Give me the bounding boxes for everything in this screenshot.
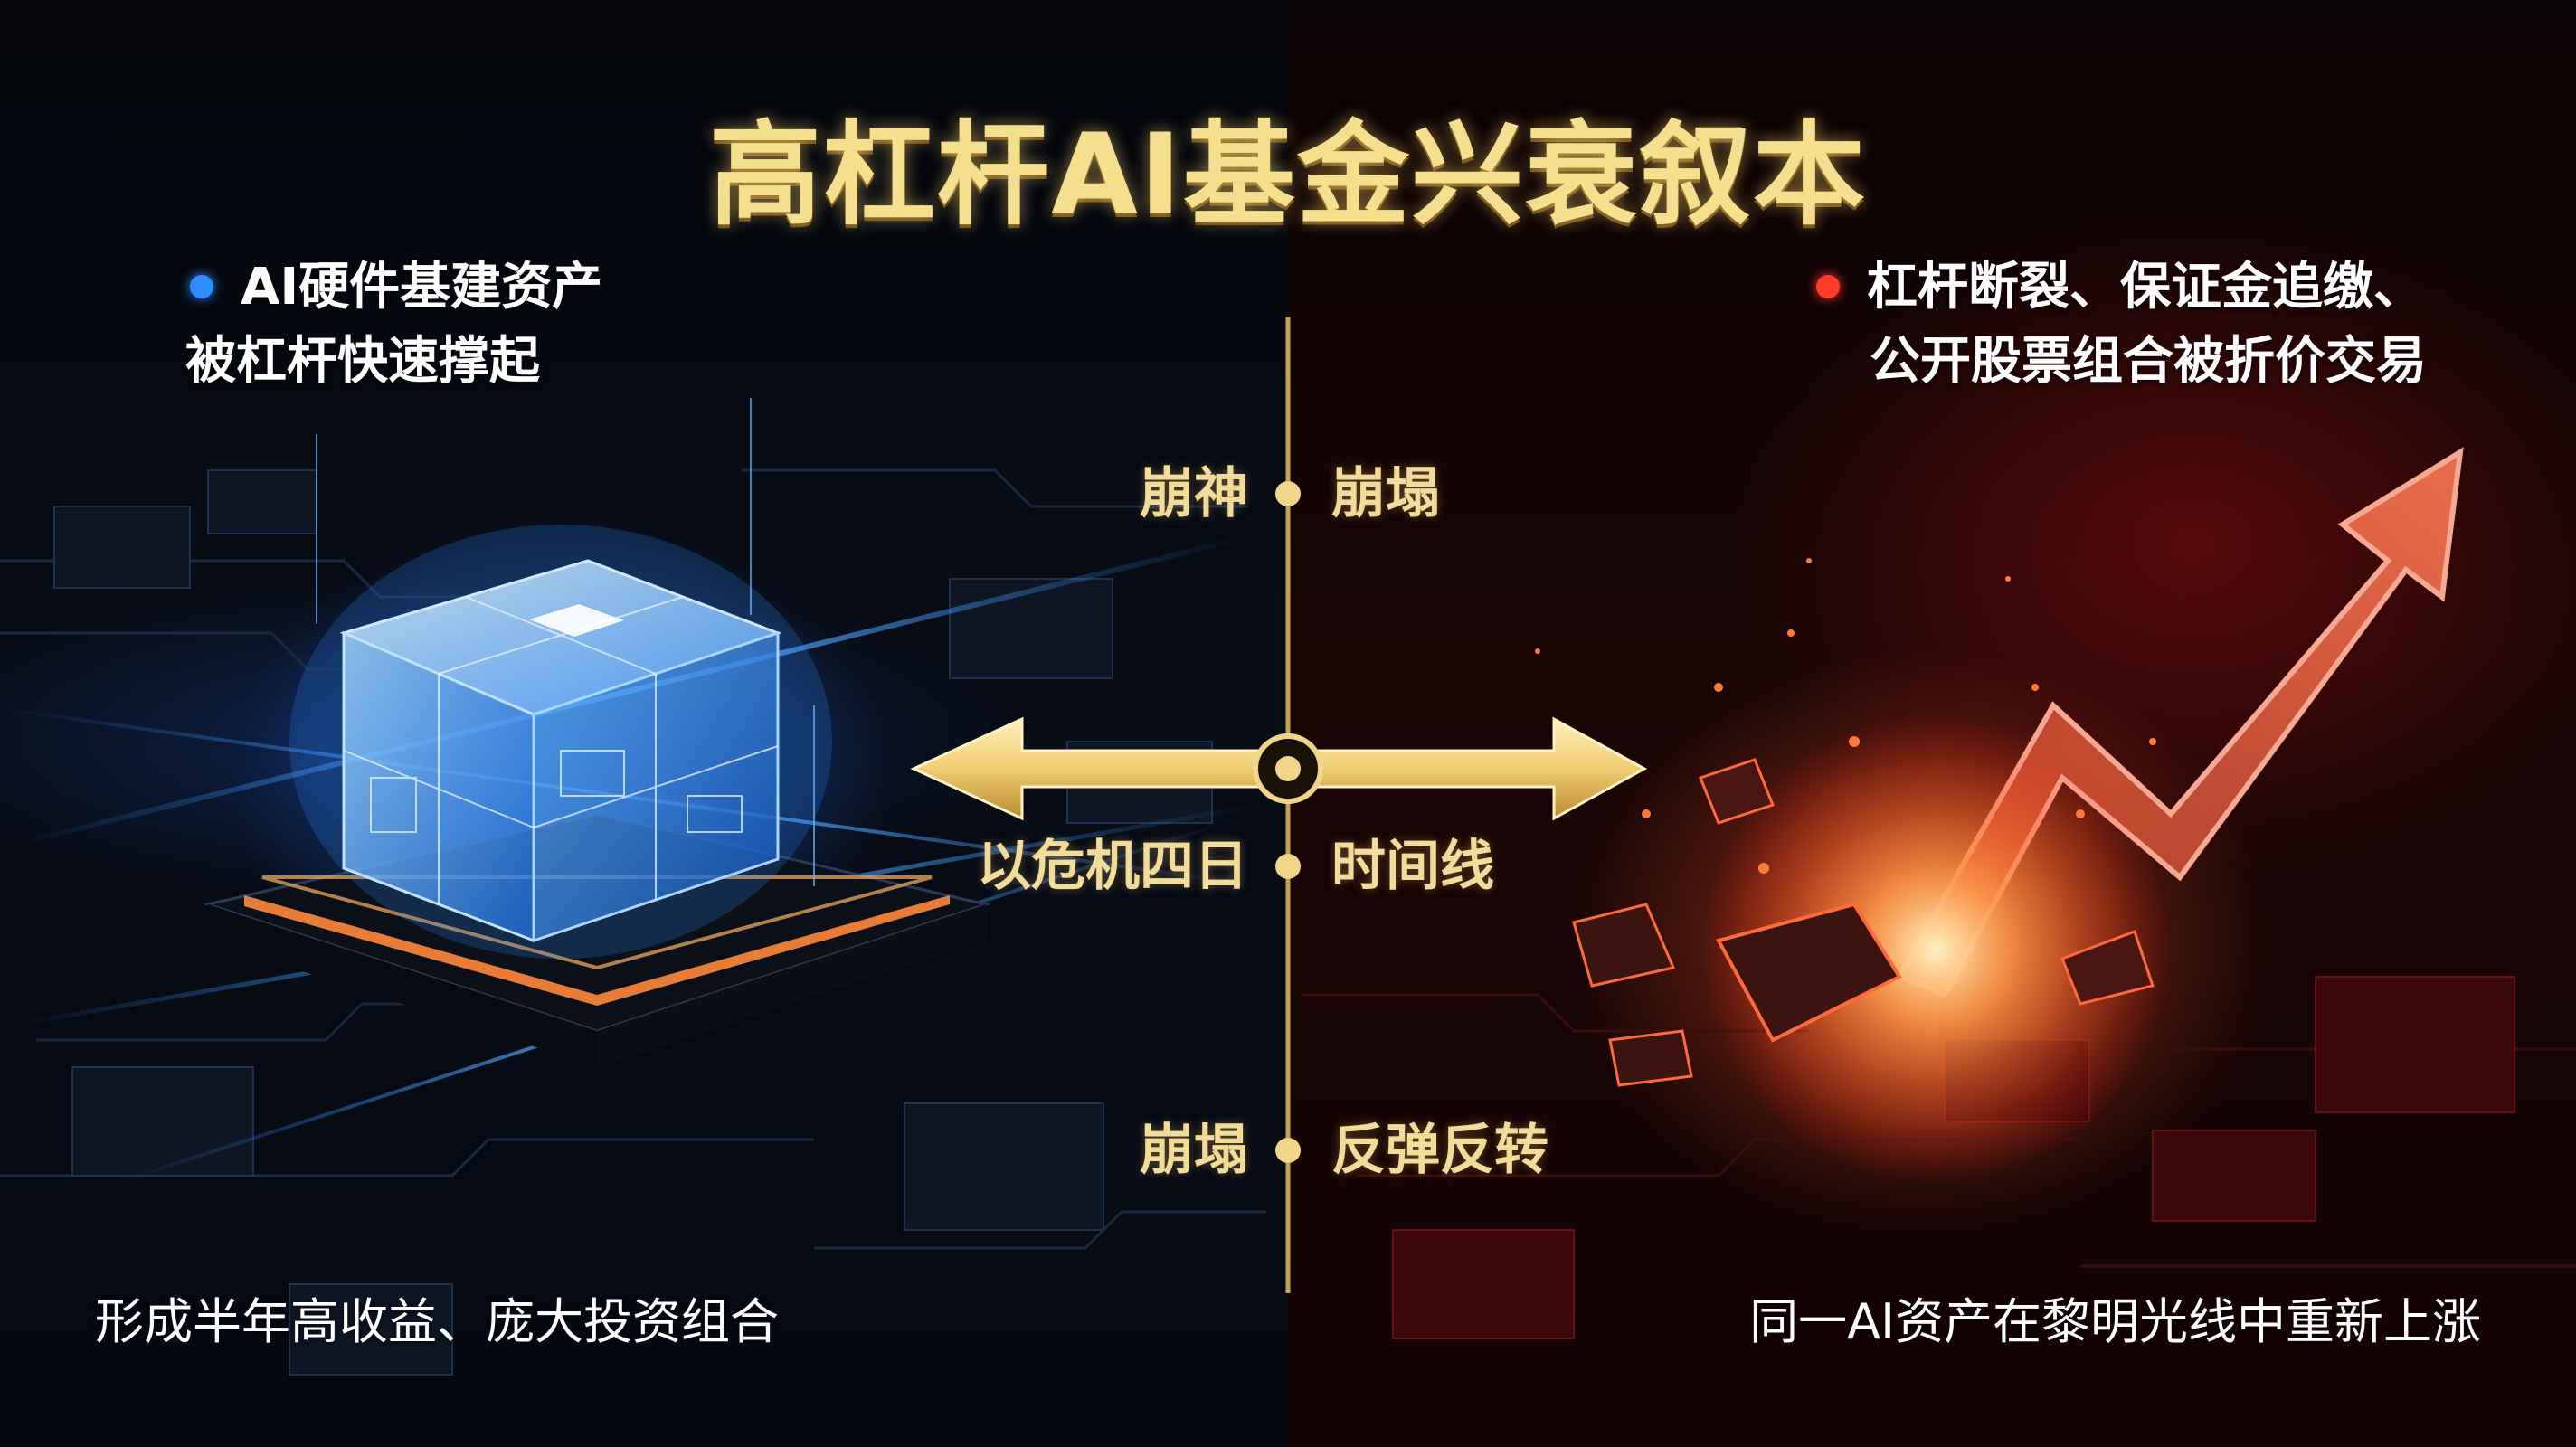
chip-blocks-left: [53, 469, 1213, 1376]
timeline-label-left-3: 崩塌: [1140, 1119, 1248, 1182]
right-heading: 杠杆断裂、保证金追缴、: [1816, 251, 2424, 324]
right-heading-text: 杠杆断裂、保证金追缴、: [1867, 258, 2424, 317]
left-heading-text: AI硬件基建资产: [241, 258, 603, 317]
timeline-label-right-2: 时间线: [1331, 835, 1494, 898]
timeline-label-right-1: 崩塌: [1331, 462, 1440, 525]
timeline-label-left-2: 以危机四日: [977, 835, 1248, 898]
explosion: [1535, 558, 2171, 1185]
left-subheading: 被杠杆快速撑起: [185, 332, 540, 391]
red-bullet-icon: [1816, 274, 1840, 298]
right-subheading: 公开股票组合被折价交易: [1870, 332, 2427, 391]
glowing-cube: [289, 398, 832, 959]
timeline-label-left-1: 崩神: [1140, 462, 1248, 525]
page-title: 高杠杆AI基金兴衰叙本: [708, 110, 1868, 241]
blue-bullet-icon: [190, 274, 213, 298]
right-footer: 同一AI资产在黎明光线中重新上涨: [1749, 1293, 2481, 1350]
timeline-label-right-3: 反弹反转: [1331, 1119, 1548, 1182]
double-arrow: [910, 716, 1648, 821]
left-footer: 形成半年高收益、庞大投资组合: [95, 1293, 779, 1350]
left-heading: AI硬件基建资产: [190, 251, 602, 324]
timeline-axis: [1275, 317, 1301, 1293]
